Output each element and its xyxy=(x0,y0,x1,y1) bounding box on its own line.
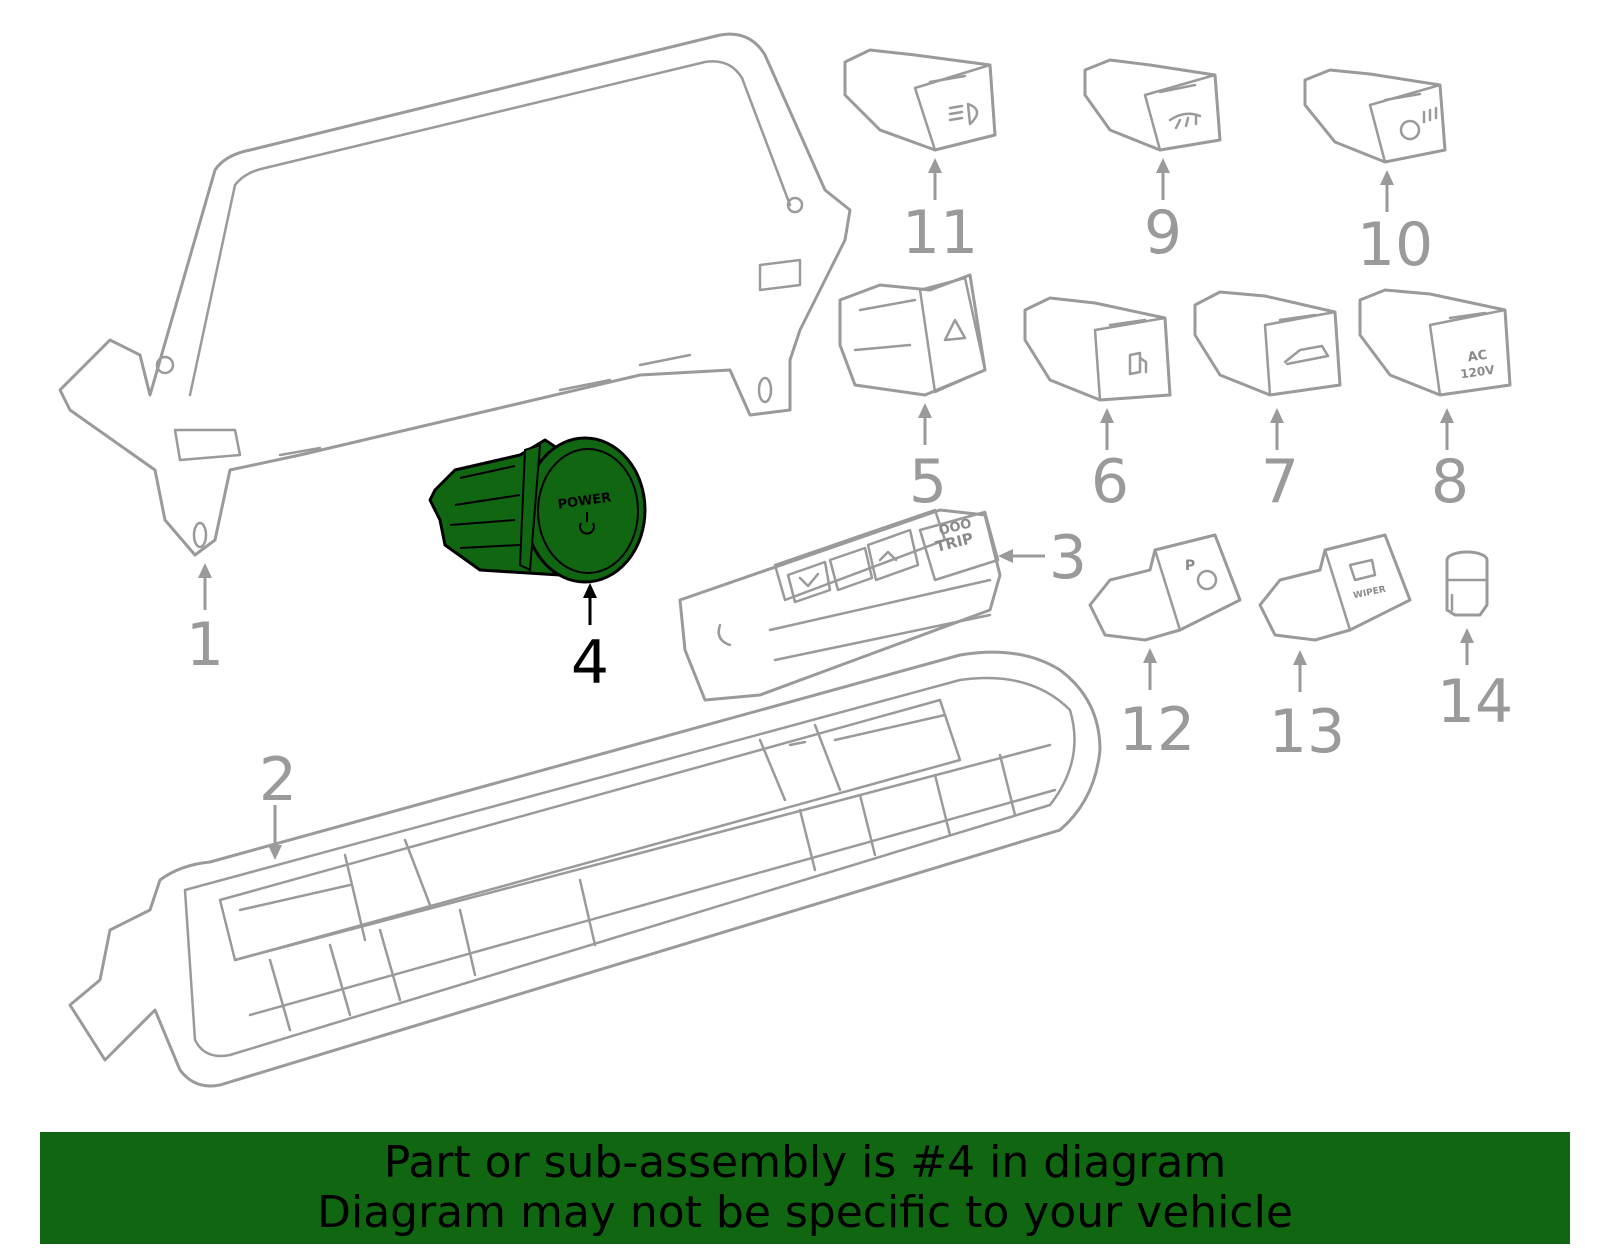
callout-13[interactable]: 13 xyxy=(1269,697,1345,767)
wiper-icon xyxy=(1348,558,1377,582)
callout-9[interactable]: 9 xyxy=(1144,198,1182,268)
part-14-plug[interactable] xyxy=(1445,550,1489,617)
callout-5[interactable]: 5 xyxy=(909,447,947,517)
callout-4-selected[interactable]: 4 xyxy=(571,628,609,698)
part-13-wiper-switch[interactable]: WIPER xyxy=(1258,533,1412,642)
power-icon xyxy=(579,522,595,535)
part-1-instrument-cluster[interactable] xyxy=(58,32,852,557)
part-4-power-button[interactable]: POWER xyxy=(428,436,647,584)
part-5-hazard-switch[interactable] xyxy=(838,273,987,397)
callout-14[interactable]: 14 xyxy=(1437,667,1513,737)
part-3-trip-switch[interactable]: OOO TRIP xyxy=(678,508,1002,702)
park-wheel-icon xyxy=(1196,569,1218,591)
callout-6[interactable]: 6 xyxy=(1091,447,1129,517)
part-8-ac-outlet-switch[interactable]: AC 120V xyxy=(1358,288,1512,397)
defrost-icon xyxy=(1168,112,1202,130)
part-7-liftgate-switch[interactable] xyxy=(1193,290,1342,397)
banner-line-1: Part or sub-assembly is #4 in diagram xyxy=(383,1137,1227,1188)
banner-line-2: Diagram may not be specific to your vehi… xyxy=(317,1187,1293,1238)
callout-1[interactable]: 1 xyxy=(186,610,224,680)
callout-2[interactable]: 2 xyxy=(259,745,297,815)
part-11-headlight-switch[interactable] xyxy=(843,48,997,152)
part-6-fuel-switch[interactable] xyxy=(1023,296,1172,402)
callout-10[interactable]: 10 xyxy=(1357,210,1433,280)
info-banner: Part or sub-assembly is #4 in diagram Di… xyxy=(40,1132,1570,1244)
callout-arrows xyxy=(198,158,1474,860)
callout-7[interactable]: 7 xyxy=(1261,447,1299,517)
part-2-switch-panel[interactable] xyxy=(68,650,1102,1088)
ac-label-top: AC xyxy=(1467,348,1489,366)
park-label: P xyxy=(1185,558,1195,574)
part-12-parking-switch[interactable]: P xyxy=(1088,533,1242,642)
callout-3[interactable]: 3 xyxy=(1049,523,1087,593)
steering-wheel-icon xyxy=(1399,119,1421,141)
part-10-heated-wheel-switch[interactable] xyxy=(1303,68,1447,164)
callout-labels: 1 2 3 4 5 6 7 8 9 10 11 12 13 14 xyxy=(186,198,1513,815)
callout-8[interactable]: 8 xyxy=(1431,447,1469,517)
headlight-icon xyxy=(948,102,979,126)
liftgate-icon xyxy=(1283,344,1330,366)
power-label: POWER xyxy=(557,490,612,512)
callout-11[interactable]: 11 xyxy=(902,198,978,268)
ac-label-bottom: 120V xyxy=(1459,363,1496,382)
hazard-icon xyxy=(943,318,967,342)
fuel-icon xyxy=(1128,351,1148,376)
callout-12[interactable]: 12 xyxy=(1119,695,1195,765)
part-9-defrost-switch[interactable] xyxy=(1083,58,1222,152)
